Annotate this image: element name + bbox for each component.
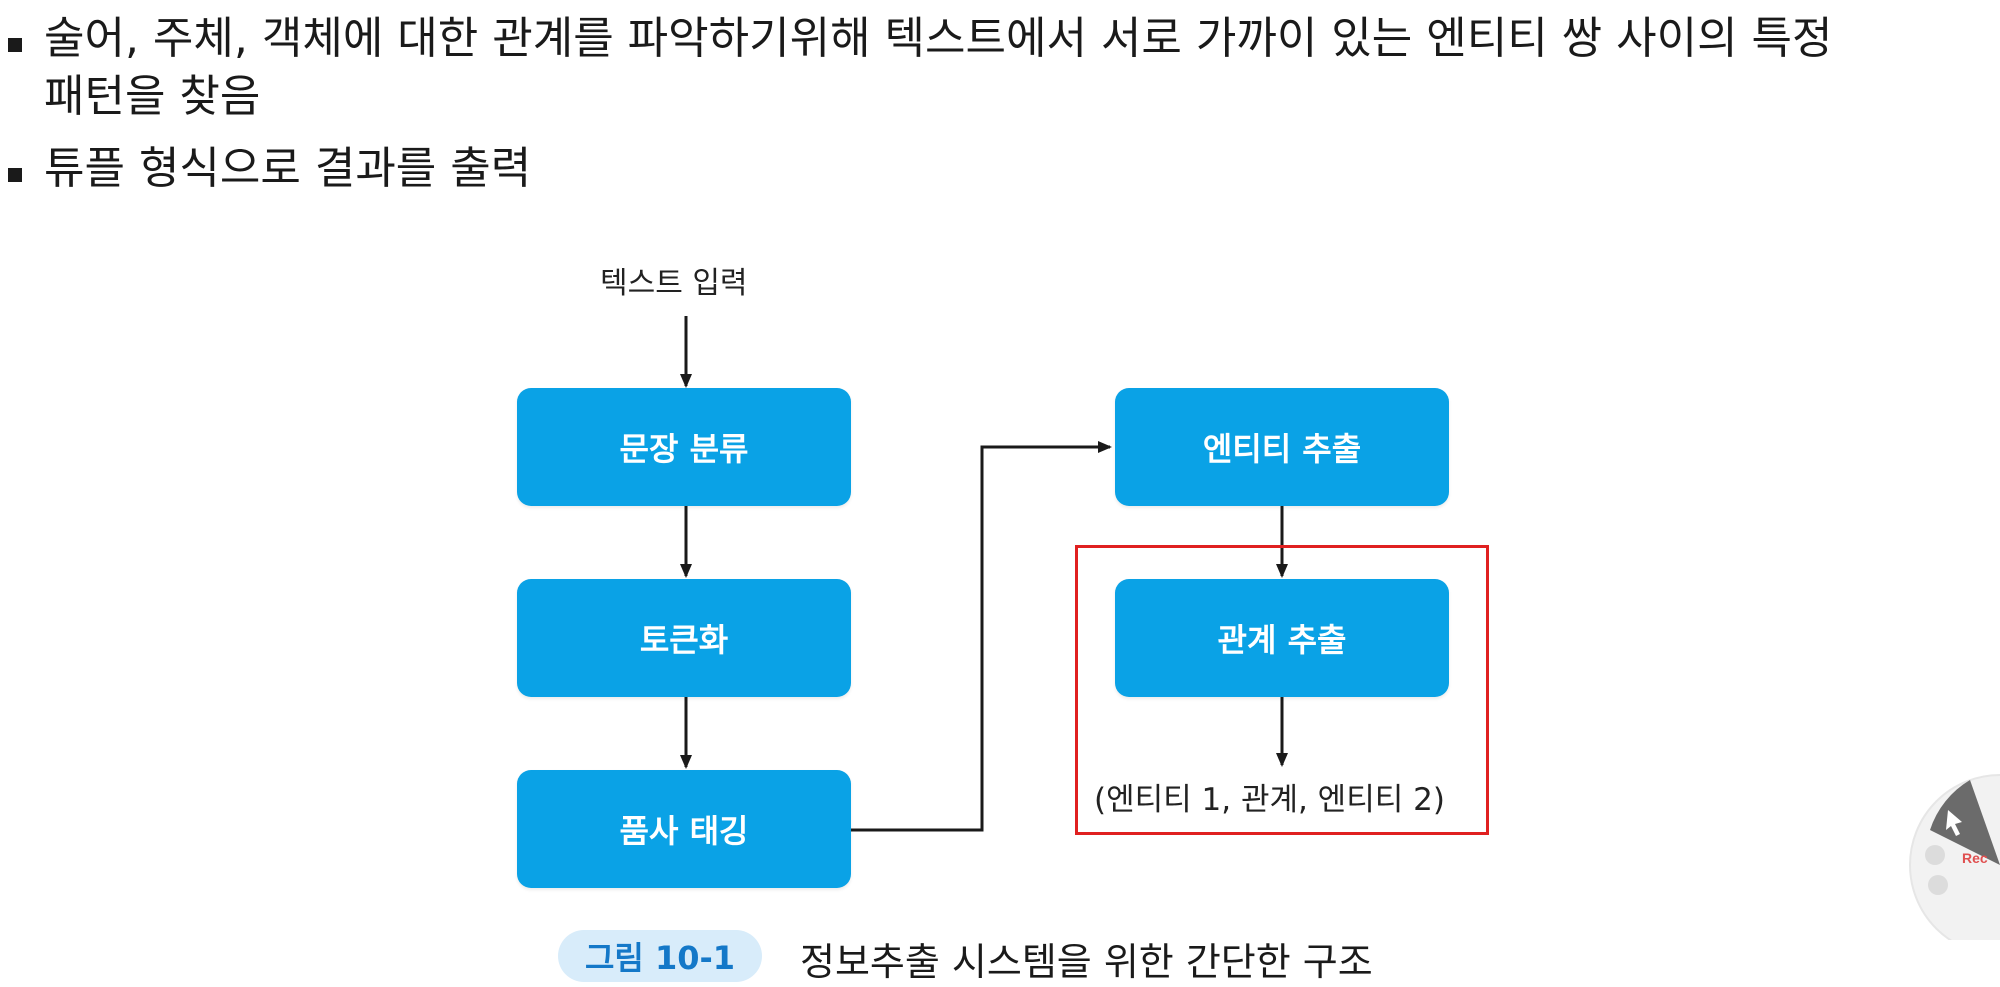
bullet-line: 튜플 형식으로 결과를 출력 (44, 143, 532, 194)
bullet-line: 술어, 주체, 객체에 대한 관계를 파악하기위해 텍스트에서 서로 가까이 있… (44, 13, 1833, 64)
recorder-widget[interactable]: Rec (1890, 770, 2000, 940)
bullet-line: 패턴을 찾음 (44, 71, 261, 122)
bullet-text: 튜플 형식으로 결과를 출력 (44, 140, 531, 198)
output-label: (엔티티 1, 관계, 엔티티 2) (1094, 782, 1445, 818)
cursor-icon[interactable] (1946, 810, 1962, 836)
figure-badge: 그림 10-1 (558, 930, 762, 982)
entity-extraction-box: 엔티티 추출 (1115, 388, 1449, 506)
relation-extraction-box: 관계 추출 (1115, 579, 1449, 697)
recorder-dial (1909, 774, 2000, 940)
figure-caption: 정보추출 시스템을 위한 간단한 구조 (800, 940, 1373, 984)
bullet-marker (8, 168, 22, 182)
arrow-pos-to-entity (850, 441, 1112, 832)
tokenization-box: 토큰화 (517, 579, 851, 697)
bullet-marker (8, 38, 22, 52)
rec-label[interactable]: Rec (1962, 850, 1988, 866)
pen-icon[interactable] (1925, 845, 1945, 865)
bullet-text: 술어, 주체, 객체에 대한 관계를 파악하기위해 텍스트에서 서로 가까이 있… (44, 10, 1833, 126)
eraser-icon[interactable] (1928, 875, 1948, 895)
pos-tagging-box: 품사 태깅 (517, 770, 851, 888)
relation-highlight-frame (1075, 545, 1489, 835)
bullet-item: 술어, 주체, 객체에 대한 관계를 파악하기위해 텍스트에서 서로 가까이 있… (8, 10, 1833, 126)
bullet-item: 튜플 형식으로 결과를 출력 (8, 140, 531, 198)
sentence-classification-box: 문장 분류 (517, 388, 851, 506)
input-label: 텍스트 입력 (600, 266, 748, 301)
